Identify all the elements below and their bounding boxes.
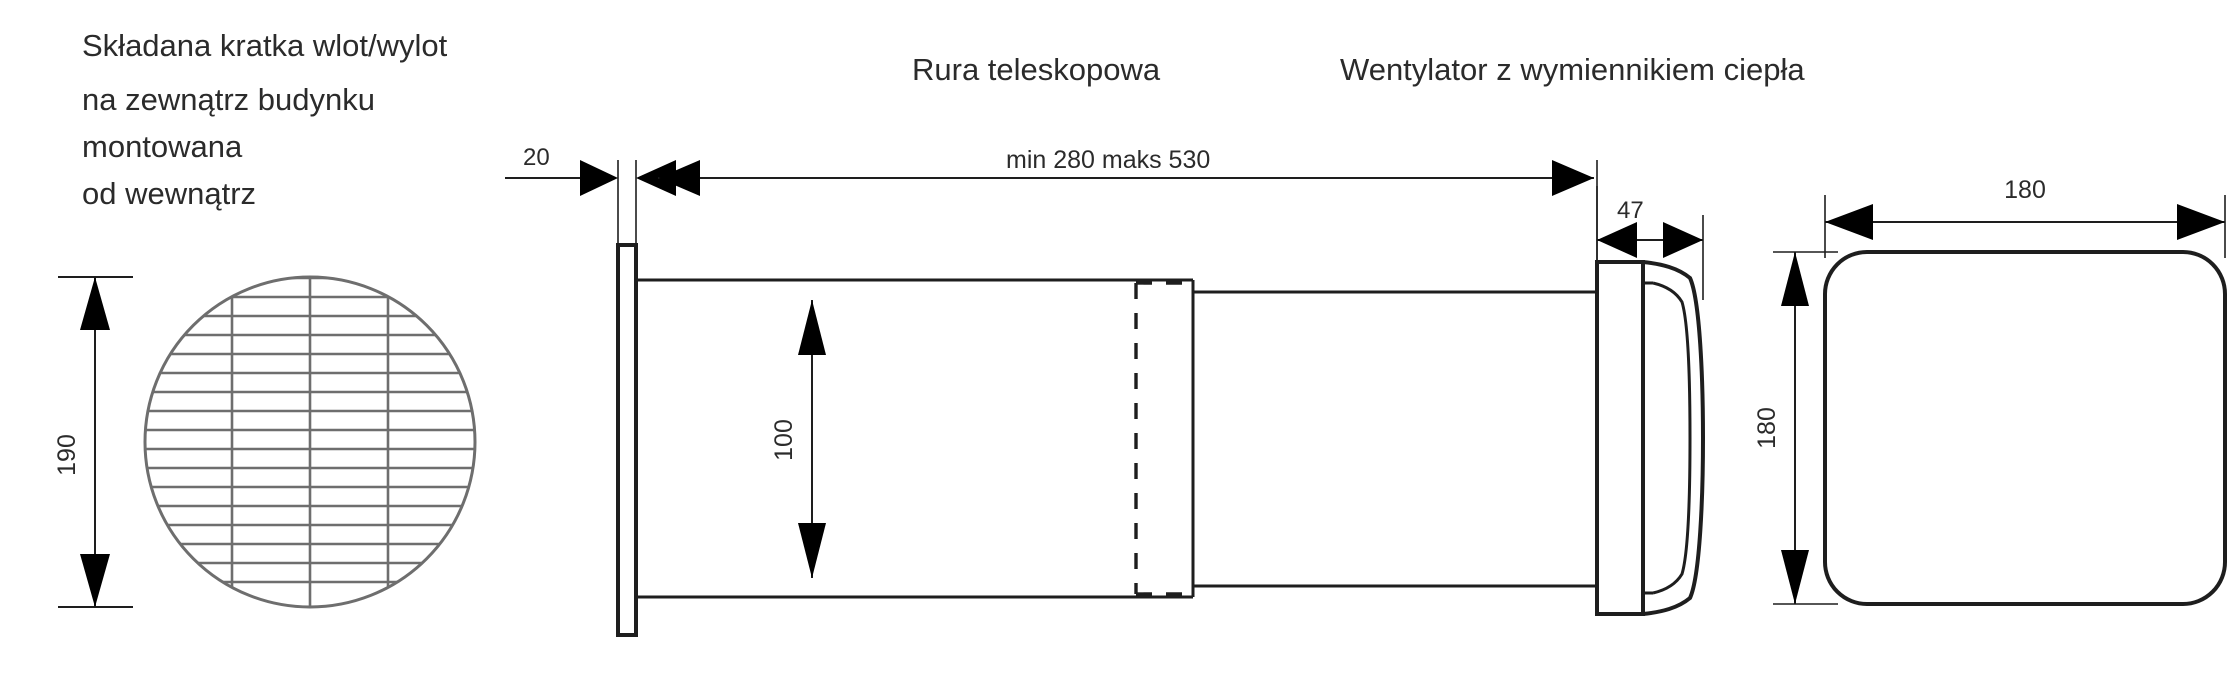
fan-unit-side-view bbox=[1595, 260, 1706, 616]
inner-pipe bbox=[1193, 290, 1597, 588]
unit-height-value: 180 bbox=[1753, 407, 1781, 449]
pipe-dim-arrow-up bbox=[798, 300, 826, 355]
fan-heat-exchanger-label: Wentylator z wymiennikiem ciepła bbox=[1340, 52, 1805, 87]
grille-diameter-value: 190 bbox=[53, 434, 81, 476]
dimension-unit-width: 180 bbox=[1824, 176, 2226, 258]
pipe-length-arrow-right bbox=[1552, 160, 1594, 196]
grille-view bbox=[143, 275, 477, 609]
fan-unit-front-cover-outer bbox=[1642, 260, 1706, 616]
pipe-length-arrow-left bbox=[658, 160, 700, 196]
height-arrow-up bbox=[1781, 252, 1809, 306]
width-arrow-left bbox=[1825, 204, 1873, 240]
pipe-dim-arrow-down bbox=[798, 523, 826, 578]
grille-caption-line-4: od wewnątrz bbox=[82, 176, 256, 211]
dimension-grille-diameter: 190 bbox=[53, 276, 133, 608]
pipe-length-value: min 280 maks 530 bbox=[1006, 146, 1210, 174]
fan-unit-front-cover-inner bbox=[1652, 281, 1692, 595]
mounting-flange bbox=[616, 243, 638, 637]
grille-caption-line-1: Składana kratka wlot/wylot bbox=[82, 28, 448, 63]
telescopic-pipe-label: Rura teleskopowa bbox=[912, 52, 1161, 87]
grille-caption: Składana kratka wlot/wylot na zewnątrz b… bbox=[82, 28, 448, 211]
inner-pipe-hidden-edge bbox=[1134, 281, 1195, 596]
dimension-unit-height: 180 bbox=[1753, 251, 1838, 605]
grille-caption-line-3: montowana bbox=[82, 129, 243, 164]
flange-plate bbox=[616, 243, 638, 637]
grille-caption-line-2: na zewnątrz budynku bbox=[82, 82, 375, 117]
dimension-pipe-diameter: 100 bbox=[770, 300, 826, 578]
fan-unit-body bbox=[1595, 260, 1645, 616]
height-arrow-down bbox=[1781, 550, 1809, 604]
fan-depth-value: 47 bbox=[1617, 197, 1644, 224]
dimension-pipe-length: min 280 maks 530 bbox=[658, 146, 1598, 262]
fan-unit-front-view bbox=[1823, 250, 2227, 606]
outer-pipe bbox=[636, 278, 1195, 599]
flange-thickness-value: 20 bbox=[523, 144, 550, 171]
pipe-diameter-value: 100 bbox=[770, 419, 798, 461]
grille-dim-arrow-down bbox=[80, 554, 110, 607]
fan-depth-arrow-right bbox=[1663, 222, 1703, 258]
flange-dim-arrow-left bbox=[636, 160, 676, 196]
fan-depth-arrow-left bbox=[1597, 222, 1637, 258]
dimension-flange-thickness: 20 bbox=[505, 144, 676, 250]
fan-unit-front-outline bbox=[1823, 250, 2227, 606]
flange-dim-arrow-right bbox=[580, 160, 618, 196]
dimension-fan-depth: 47 bbox=[1596, 186, 1704, 300]
unit-width-value: 180 bbox=[2004, 176, 2046, 204]
width-arrow-right bbox=[2177, 204, 2225, 240]
grille-vertical-lines bbox=[230, 277, 390, 607]
grille-dim-arrow-up bbox=[80, 277, 110, 330]
